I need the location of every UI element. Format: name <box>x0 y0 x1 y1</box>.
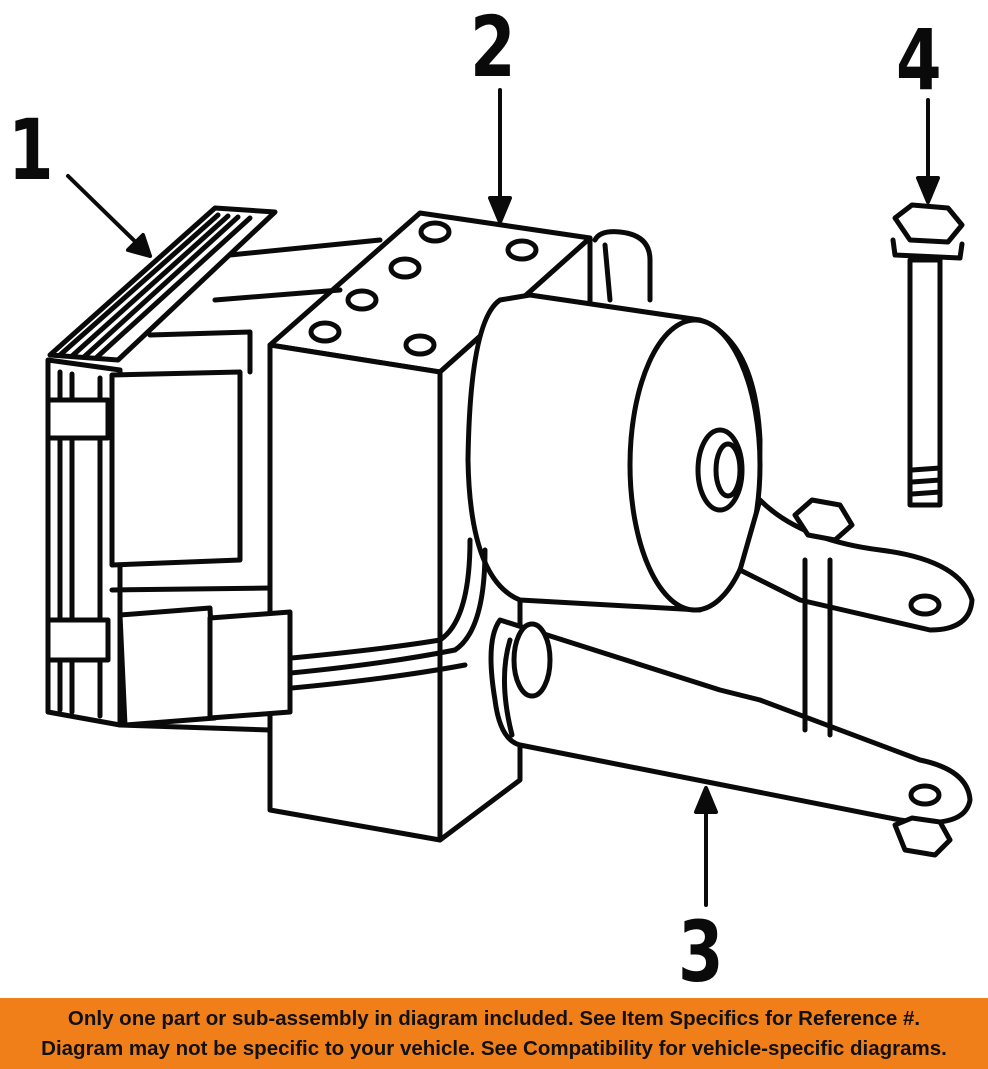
disclaimer-banner: Only one part or sub-assembly in diagram… <box>0 998 988 1069</box>
callout-2: 2 <box>470 0 516 96</box>
mounting-bolt <box>890 202 965 508</box>
abs-control-module <box>45 205 278 733</box>
abs-modulator-diagram <box>45 88 975 907</box>
callout-4: 4 <box>896 11 942 109</box>
callout-3: 3 <box>678 903 724 1001</box>
wiring-connector <box>117 605 293 728</box>
callout-arrows <box>66 88 940 907</box>
callout-1: 1 <box>8 101 54 199</box>
disclaimer-line-2: Diagram may not be specific to your vehi… <box>41 1036 947 1060</box>
pump-motor <box>465 229 763 613</box>
disclaimer-line-1: Only one part or sub-assembly in diagram… <box>67 1006 921 1030</box>
mounting-bracket <box>267 497 975 858</box>
